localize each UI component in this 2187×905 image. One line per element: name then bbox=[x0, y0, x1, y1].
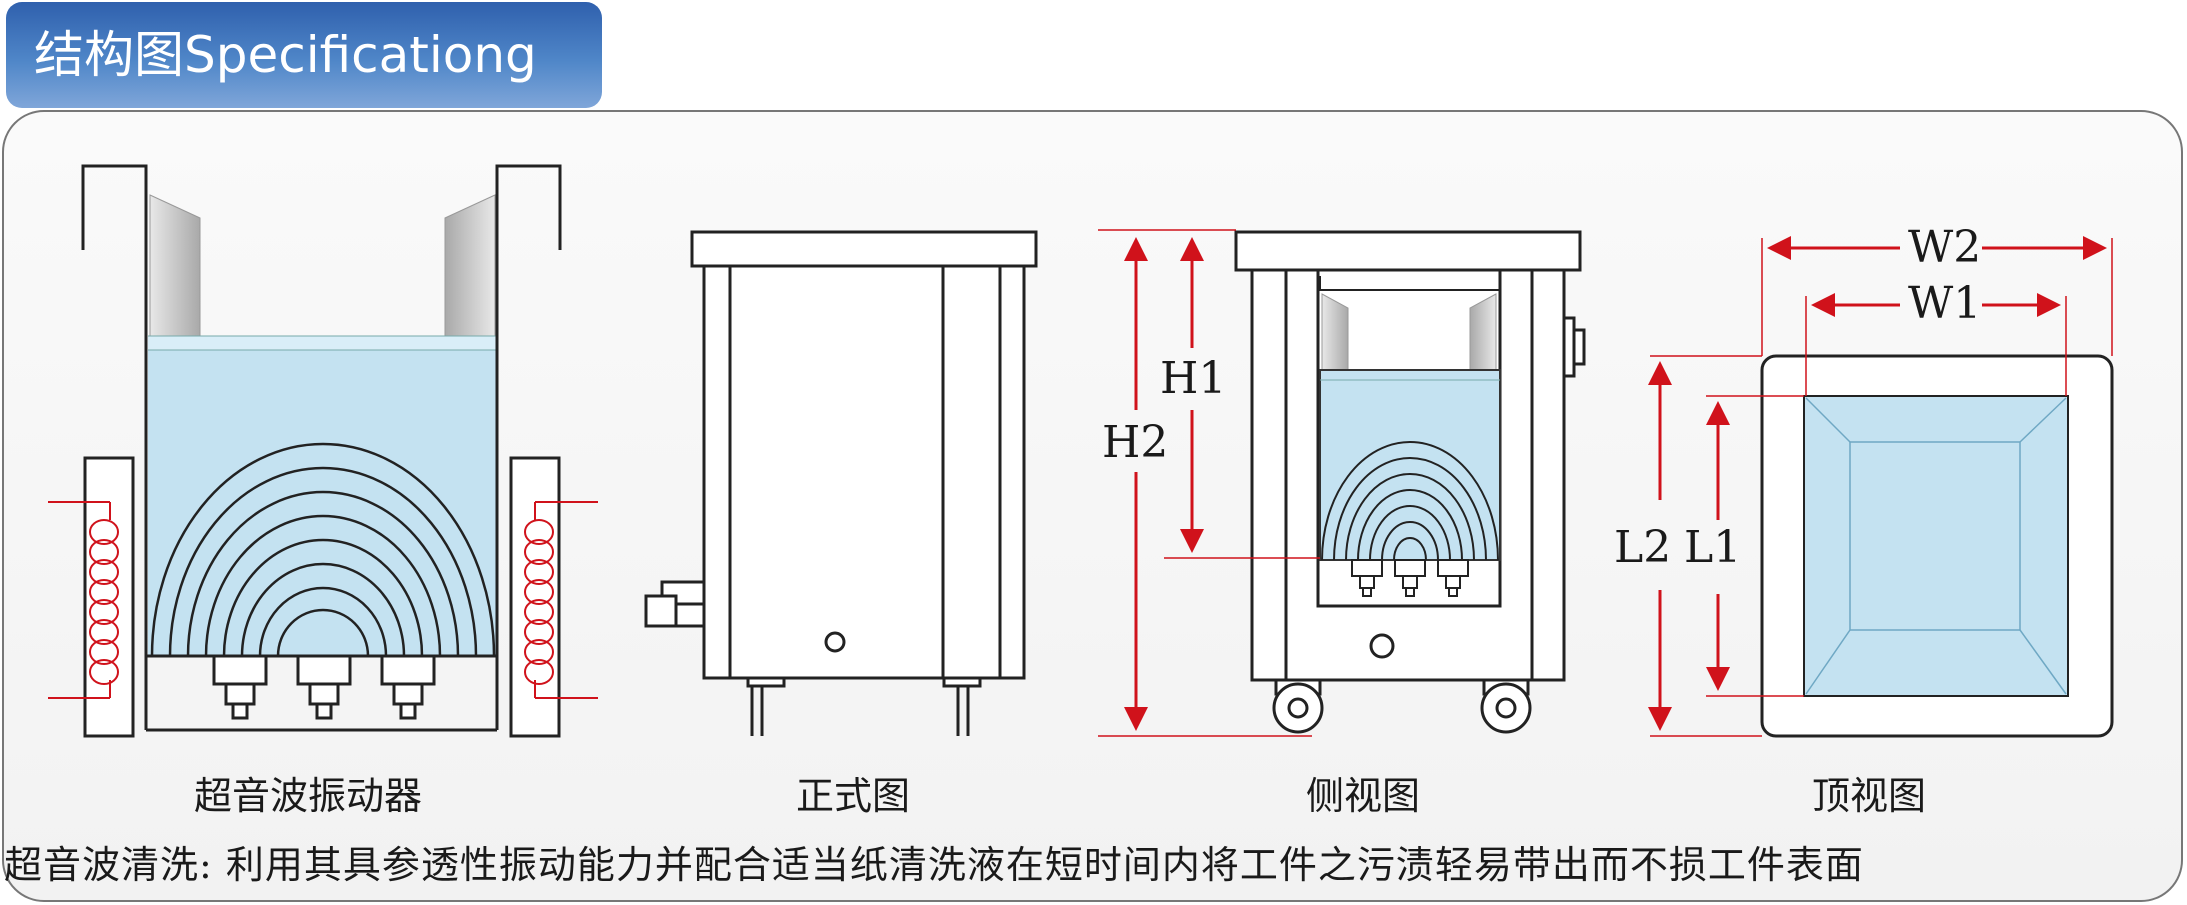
caption-top-view: 顶视图 bbox=[1812, 774, 1927, 818]
dimension-w1-label: W1 bbox=[1908, 278, 1981, 329]
top-view-dimensions bbox=[1648, 236, 2113, 737]
coil-left bbox=[48, 501, 119, 699]
side-view-tank bbox=[1319, 276, 1501, 597]
dimension-l2-label: L2 bbox=[1614, 522, 1671, 573]
cleaning-description: 超音波清洗: 利用其具参透性振动能力并配合适当纸清洗液在短时间内将工件之污渍轻易… bbox=[4, 843, 1864, 887]
dimension-h1-label: H1 bbox=[1160, 353, 1226, 404]
top-view-drawing bbox=[1760, 354, 2114, 738]
caption-front-view: 正式图 bbox=[796, 774, 911, 818]
side-view-dimensions bbox=[1098, 229, 1320, 737]
dimension-w2-label: W2 bbox=[1908, 222, 1981, 273]
caption-ultrasonic-vibrator: 超音波振动器 bbox=[194, 774, 423, 818]
coil-right bbox=[524, 501, 598, 699]
dimension-l1-label: L1 bbox=[1684, 522, 1741, 573]
caption-side-view: 侧视图 bbox=[1306, 774, 1421, 818]
dimension-h2-label: H2 bbox=[1102, 417, 1168, 468]
ultrasonic-vibrator-drawing bbox=[81, 164, 562, 738]
front-view-drawing bbox=[644, 230, 1038, 736]
section-title: 结构图Specificationg bbox=[6, 2, 602, 108]
